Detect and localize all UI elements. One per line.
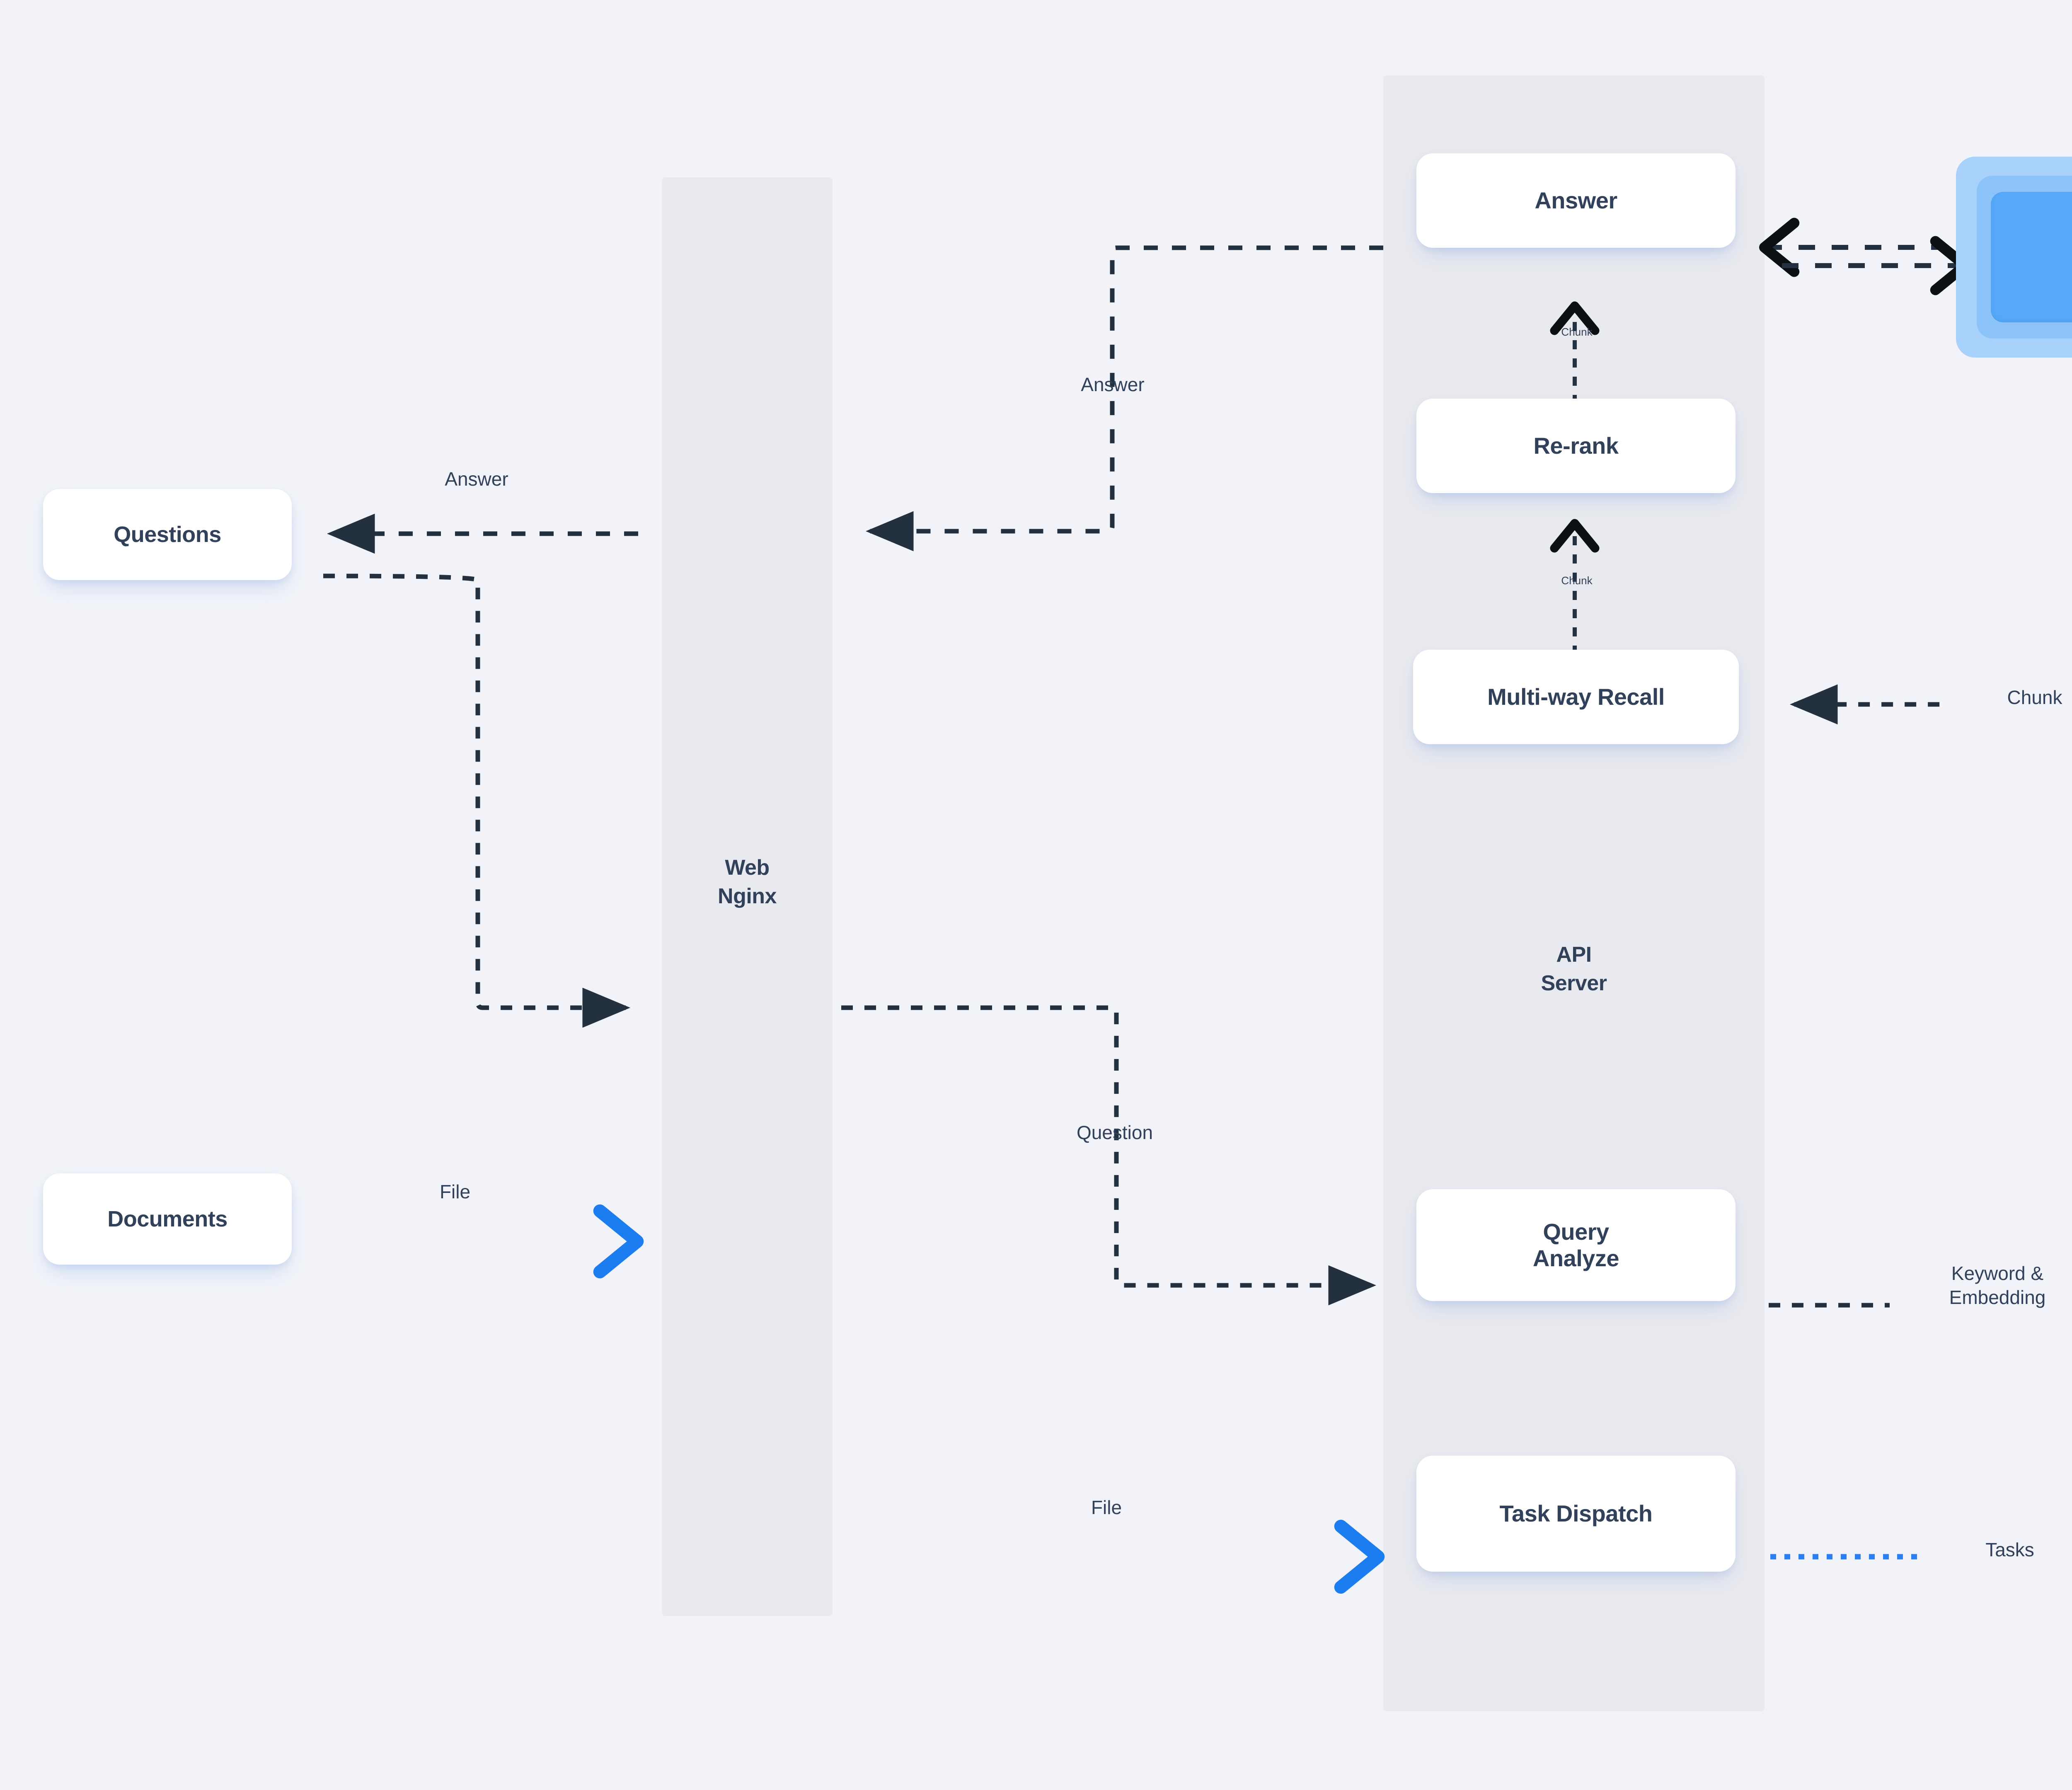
node-answer[interactable]: Answer bbox=[1416, 153, 1736, 248]
edge-label-answer-box-to-web: Answer bbox=[1081, 374, 1145, 395]
node-documents[interactable]: Documents bbox=[43, 1173, 292, 1265]
edge-label-tasks: Tasks bbox=[1923, 1538, 2072, 1562]
llms-mid-layer: LLMs bbox=[1976, 176, 2072, 339]
edge-label-keyword-embedding: Keyword & Embedding bbox=[1890, 1262, 2072, 1309]
node-multi-way-recall[interactable]: Multi-way Recall bbox=[1413, 650, 1739, 744]
edge-web-to-query-analyze bbox=[841, 1005, 1376, 1306]
node-query-analyze[interactable]: Query Analyze bbox=[1416, 1189, 1736, 1301]
edge-label-web-file: File bbox=[1091, 1497, 1122, 1518]
edge-label-recall-to-rerank-chunk: Chunk bbox=[1561, 574, 1593, 587]
node-llms[interactable]: LLMs bbox=[1956, 157, 2072, 358]
node-re-rank[interactable]: Re-rank bbox=[1416, 399, 1736, 493]
node-re-rank-label: Re-rank bbox=[1533, 432, 1619, 459]
edge-label-documents-file: File bbox=[439, 1181, 471, 1202]
group-web-nginx bbox=[662, 177, 833, 1616]
node-task-dispatch[interactable]: Task Dispatch bbox=[1416, 1456, 1736, 1572]
edge-questions-to-web bbox=[323, 573, 630, 1028]
node-documents-label: Documents bbox=[107, 1206, 228, 1231]
llms-inner-layer: LLMs bbox=[1990, 192, 2072, 322]
edge-label-answer-to-questions: Answer bbox=[445, 468, 508, 490]
node-multi-way-recall-label: Multi-way Recall bbox=[1487, 683, 1665, 710]
node-answer-label: Answer bbox=[1535, 187, 1617, 213]
edge-label-rerank-to-answer-chunk: Chunk bbox=[1561, 326, 1593, 338]
edge-task-dispatch-to-db bbox=[1770, 1554, 2072, 1560]
node-questions-label: Questions bbox=[114, 522, 221, 547]
edge-label-web-to-query-analyze: Question bbox=[1076, 1122, 1153, 1143]
node-questions[interactable]: Questions bbox=[43, 489, 292, 580]
group-title-web-nginx: Web Nginx bbox=[718, 856, 777, 908]
edge-db-to-recall bbox=[1790, 684, 2072, 725]
group-title-api-server: API Server bbox=[1541, 943, 1607, 995]
edge-label-db-to-recall-chunk: Chunk bbox=[1948, 686, 2072, 710]
node-query-analyze-label: Query Analyze bbox=[1532, 1218, 1619, 1271]
node-task-dispatch-label: Task Dispatch bbox=[1499, 1500, 1653, 1526]
